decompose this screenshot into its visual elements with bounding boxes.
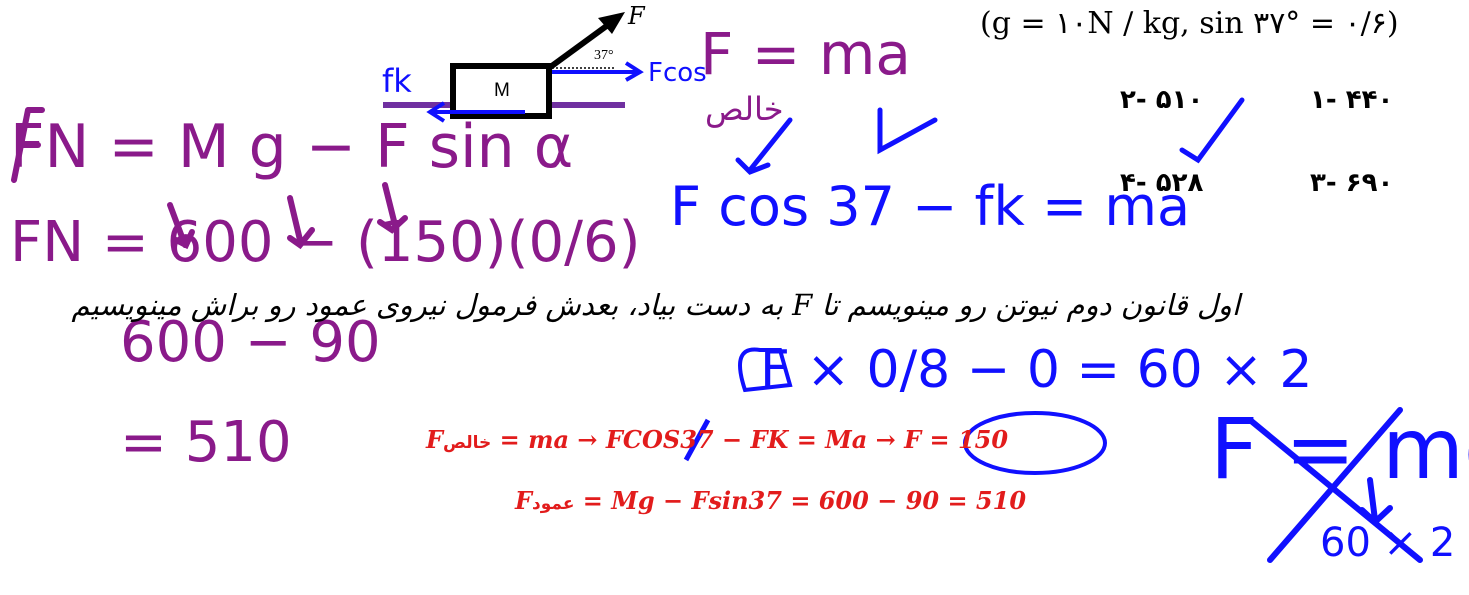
- check-mark: [1179, 97, 1245, 164]
- handwriting-result: = 510: [120, 410, 292, 475]
- handwriting-right-cross: [1247, 407, 1423, 563]
- angle-label: 37°: [594, 48, 614, 63]
- given-values: (g = ۱۰N / kg, sin ۳۷° = ۰/۶): [980, 6, 1399, 41]
- handwriting-left: [11, 107, 408, 250]
- fcos-arrow: [552, 61, 644, 82]
- handwriting-calc: F × 0/8 − 0 = 60 × 2: [760, 340, 1313, 400]
- mass-label: M: [494, 80, 510, 101]
- answer-circle: [963, 411, 1107, 475]
- fk-arrow: [426, 101, 525, 123]
- fk-strike: [683, 418, 711, 462]
- force-arrow: [547, 19, 614, 71]
- formula-net-rhs: = ma → FCOS37 − FK = Ma →: [491, 425, 905, 454]
- option-4: ۵۲۸ -۴: [1120, 168, 1204, 198]
- formula-net-lhs: F: [426, 425, 444, 454]
- option-3: ۶۹۰ -۳: [1310, 168, 1394, 198]
- handwriting-center-arrows: [735, 107, 938, 175]
- force-label: F: [628, 2, 645, 30]
- formula-normal-lhs: F: [515, 486, 533, 515]
- note-f-box: [738, 347, 793, 393]
- handwriting-fcos-label: Fcos: [648, 58, 707, 88]
- handwriting-60x2: 60 × 2: [1320, 520, 1456, 566]
- force-arrowhead: [598, 12, 625, 34]
- formula-net-answer: F = 150: [904, 425, 1009, 454]
- option-2: ۵۱۰ -۲: [1120, 85, 1204, 115]
- formula-net-force: Fخالص = ma → FCOS37 − FK = Ma → F = 150: [426, 425, 1008, 454]
- mass-box: [450, 63, 552, 119]
- handwriting-net-word: خالص: [705, 90, 784, 128]
- handwriting-fn-equation: FN = M g − F sin α: [10, 112, 574, 182]
- handwriting-newton: F = ma: [700, 20, 911, 88]
- handwriting-fn-values: FN = 600 − (150)(0/6): [10, 210, 641, 275]
- handwriting-f-mg: F = mg: [1210, 400, 1469, 498]
- handwriting-fcos-equation: F cos 37 − fk = ma: [670, 175, 1191, 238]
- handwriting-subtraction: 600 − 90: [120, 310, 381, 375]
- formula-net-sub: خالص: [443, 433, 492, 453]
- handwriting-fk: fk: [382, 62, 412, 100]
- formula-normal-rhs: = Mg − Fsin37 = 600 − 90 = 510: [574, 486, 1027, 515]
- formula-normal-sub: عمود: [532, 494, 575, 514]
- formula-normal-force: Fعمود = Mg − Fsin37 = 600 − 90 = 510: [515, 486, 1026, 515]
- persian-note: اول قانون دوم نیوتن رو مینویسم تا F به د…: [71, 288, 1240, 322]
- option-1: ۴۴۰ -۱: [1310, 85, 1394, 115]
